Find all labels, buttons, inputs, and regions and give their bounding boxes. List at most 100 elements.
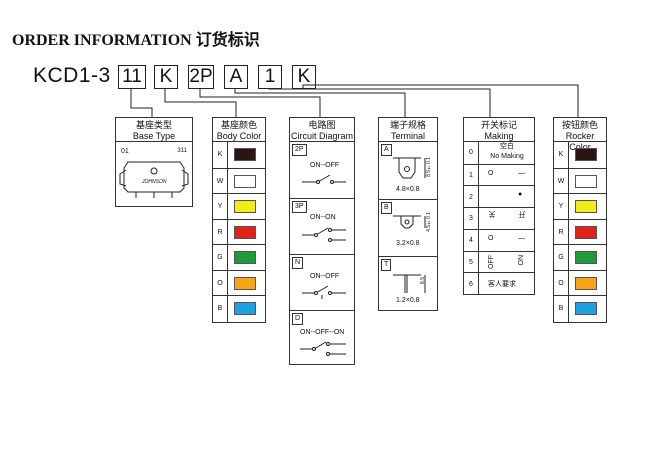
circuit-row: D ON--OFF--ON [290,310,354,364]
circuit-diagram-box: 电路图 Circuit Diagram 2P ON--OFF 3P ON--ON… [289,117,355,365]
terminal-box: 端子规格 Terminal A 8.5±0.1 4.8×0.8 B 4.5±0.… [378,117,438,311]
color-code: Y [213,194,228,220]
color-swatch [234,276,256,290]
terminal-row: A 8.5±0.1 4.8×0.8 [379,142,437,198]
color-code: W [554,168,569,194]
making-mark-right: ● [518,191,523,199]
part-code-prefix: KCD1-3 [33,64,111,87]
color-code: R [554,219,569,245]
terminal-drawing [393,274,426,293]
color-swatch [234,148,256,161]
color-swatch [575,276,597,290]
color-row: R [213,218,265,245]
color-code: O [213,270,228,296]
making-mark-right: ON [518,254,525,266]
color-swatch [234,225,256,239]
color-row: R [554,218,606,245]
making-code: 2 [464,186,479,209]
terminal-drawing [393,215,426,229]
base-type-header: 基座类型 Base Type [116,118,192,142]
making-row: 0 空白 No Making [464,142,534,164]
color-row: Y [554,193,606,220]
making-mark-left: O [488,234,494,242]
color-code: G [554,245,569,271]
color-swatch [575,302,597,315]
color-row: B [554,295,606,322]
making-mark-left: 关 [489,211,496,219]
circuit-symbol [302,227,346,242]
color-code: B [554,296,569,322]
terminal-header: 端子规格 Terminal [379,118,437,142]
making-code: 3 [464,208,479,230]
color-row: O [554,269,606,296]
color-code: R [213,219,228,245]
terminal-row: B 4.5±0.1 3.2×0.8 [379,199,437,256]
base-brand-logo: JOHNSON [142,179,167,185]
color-swatch [234,174,256,188]
code-segment-circuit: 2P [188,65,214,89]
color-code: K [554,142,569,168]
making-mark-left: O [488,169,494,177]
code-segment-making: 1 [258,65,282,89]
making-code: 6 [464,273,479,295]
code-segment-base: 11 [118,65,146,89]
color-swatch [575,251,597,264]
making-mark-left: OFF [488,254,495,269]
color-row: Y [213,193,265,220]
color-row: O [213,269,265,296]
color-code: K [213,142,228,168]
code-segment-body-color: K [154,65,178,89]
making-code: 0 [464,142,479,164]
making-mark-right: 开 [519,211,526,219]
base-switch-drawing [119,161,189,198]
color-swatch [234,302,256,315]
base-type-model: 311 [177,148,187,154]
color-code: B [213,296,228,322]
color-row: B [213,295,265,322]
color-row: K [554,142,606,168]
circuit-header: 电路图 Circuit Diagram [290,120,354,142]
color-swatch [575,148,597,161]
base-type-code: 01 [121,148,129,155]
making-code: 1 [464,164,479,187]
color-code: G [213,245,228,271]
making-mark-left: 空白 [500,143,514,150]
color-row: K [213,142,265,168]
making-code: 4 [464,229,479,252]
making-row: 2● [464,185,534,209]
circuit-symbol [300,341,346,356]
making-mark-right: No Making [490,153,524,160]
making-mark-right: — [518,169,525,177]
color-swatch [575,200,597,213]
color-swatch [234,251,256,264]
terminal-drawing [393,157,426,179]
code-segment-terminal: A [224,65,248,89]
terminal-row: T 8.5 1.2×0.8 [379,256,437,310]
color-swatch [575,174,597,188]
circuit-row: N ON--OFF [290,254,354,310]
making-row: 3 关 开 [464,207,534,230]
color-swatch [575,225,597,239]
color-row: G [554,244,606,271]
making-mark-right: — [518,234,525,242]
making-row: 1 O — [464,163,534,187]
color-row: G [213,244,265,271]
making-row: 6 客人要求 [464,272,534,295]
base-type-box: 基座类型 Base Type 01 311 JOHNSON [115,117,193,207]
color-swatch [234,200,256,213]
rocker-color-header: 按钮颜色 Rocker Color [554,118,606,152]
color-row: W [213,167,265,194]
color-code: O [554,270,569,296]
page-title: ORDER INFORMATION 订货标识 [12,32,260,49]
making-mark-left: 客人要求 [488,281,516,289]
circuit-symbol [302,285,346,299]
circuit-symbol [302,174,346,184]
making-row: 4 O — [464,228,534,252]
color-row: W [554,167,606,194]
body-color-header: 基座颜色 Body Color [213,118,265,142]
